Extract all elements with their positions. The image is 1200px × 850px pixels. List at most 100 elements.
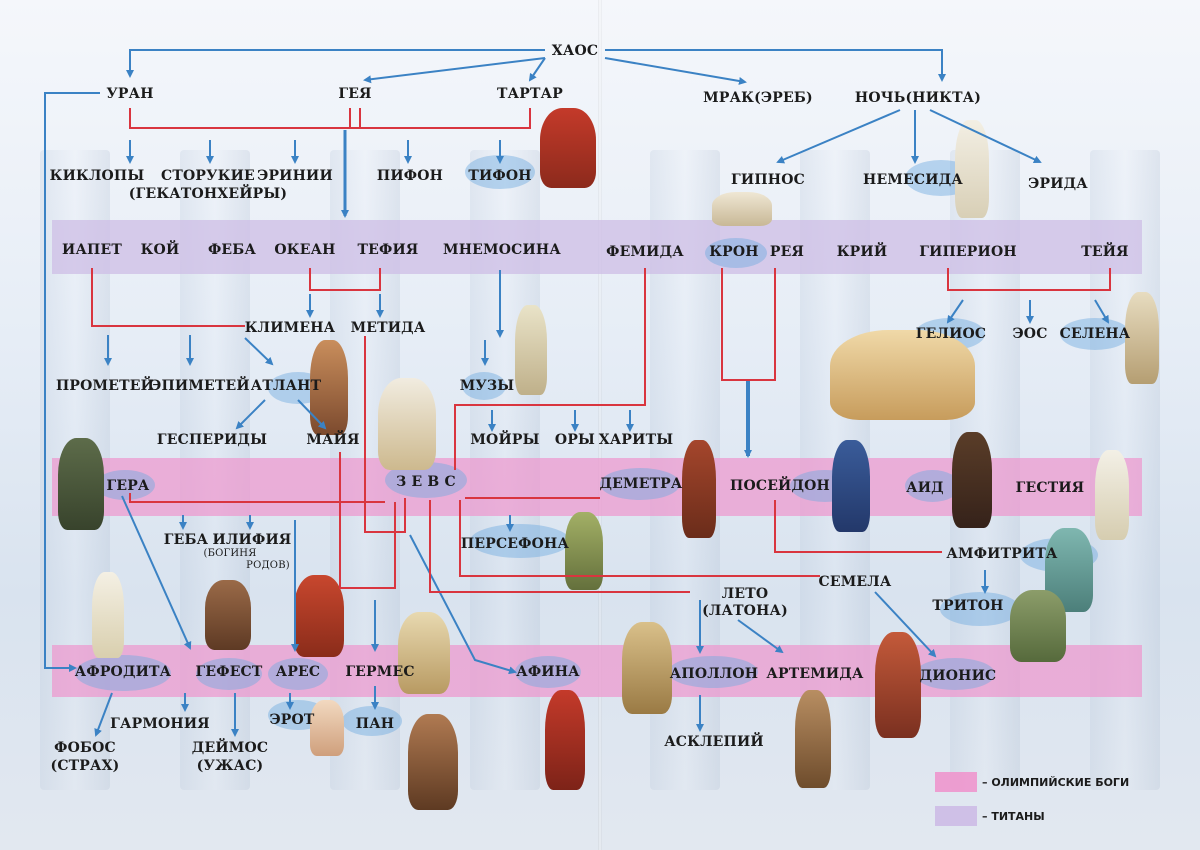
- node-afina: АФИНА: [516, 664, 580, 680]
- poseydon-amfitrita-red-line: [775, 500, 942, 552]
- node-eos: ЭОС: [1012, 326, 1047, 342]
- haos-to-mrak-arrow: [605, 58, 745, 82]
- node-ares: АРЕС: [276, 664, 321, 680]
- node-koy: КОЙ: [141, 242, 180, 258]
- node-pifon: ПИФОН: [377, 168, 443, 184]
- legend-swatch-titans: [935, 806, 977, 826]
- zevs-to-afina-arrow: [410, 535, 515, 672]
- node-metida: МЕТИДА: [351, 320, 426, 336]
- node-afrodita: АФРОДИТА: [75, 664, 172, 680]
- node-erida: ЭРИДА: [1028, 176, 1088, 192]
- node-moyry: МОЙРЫ: [470, 432, 539, 448]
- node-mayya: МАЙЯ: [306, 432, 359, 448]
- haos-to-noch-arrow: [605, 50, 942, 80]
- node-tifon: ТИФОН: [468, 168, 531, 184]
- node-femida: ФЕМИДА: [606, 244, 684, 260]
- node-muzy: МУЗЫ: [460, 378, 515, 394]
- haos-to-geya-arrow: [365, 58, 545, 80]
- node-deymos-note: (УЖАС): [197, 758, 264, 774]
- node-uran: УРАН: [106, 86, 153, 102]
- to-gesperidy-arrow: [237, 400, 265, 428]
- node-selena: СЕЛЕНА: [1060, 326, 1131, 342]
- node-klimena: КЛИМЕНА: [245, 320, 336, 336]
- node-atlant: АТЛАНТ: [251, 378, 321, 394]
- semela-to-dionis-arrow: [875, 592, 935, 656]
- node-kron: КРОН: [709, 244, 759, 260]
- okean-tefiya-red-line: [310, 268, 380, 290]
- node-ory: ОРЫ: [555, 432, 595, 448]
- node-gera: ГЕРА: [106, 478, 149, 494]
- node-iliflya: ИЛИФИЯ: [213, 532, 292, 548]
- node-storukie: СТОРУКИЕ: [161, 168, 255, 184]
- node-erot: ЭРОТ: [269, 712, 314, 728]
- to-mayya-arrow: [298, 400, 325, 428]
- legend-label-olympic: – ОЛИМПИЙСКИЕ БОГИ: [982, 776, 1129, 789]
- legend-swatch-olympic: [935, 772, 977, 792]
- node-noch: НОЧЬ(НИКТА): [855, 90, 981, 106]
- node-haos: ХАОС: [552, 43, 598, 59]
- to-artemida-arrow: [738, 620, 782, 652]
- node-giperion: ГИПЕРИОН: [919, 244, 1017, 260]
- node-tartar: ТАРТАР: [497, 86, 563, 102]
- node-okean: ОКЕАН: [274, 242, 335, 258]
- node-artemida: АРТЕМИДА: [766, 666, 863, 682]
- node-persefona: ПЕРСЕФОНА: [461, 536, 569, 552]
- node-mrak: МРАК(ЭРЕБ): [703, 90, 813, 106]
- node-geya: ГЕЯ: [338, 86, 371, 102]
- node-iapet: ИАПЕТ: [62, 242, 122, 258]
- node-triton: ТРИТОН: [932, 598, 1003, 614]
- node-mnemosina: МНЕМОСИНА: [443, 242, 561, 258]
- uran-geya-tartar-red-line: [130, 108, 530, 128]
- node-gesperidy: ГЕСПЕРИДЫ: [157, 432, 267, 448]
- node-kiklopy: КИКЛОПЫ: [50, 168, 145, 184]
- zevs-gera-red-line: [130, 493, 385, 502]
- giperion-teyya-red-line: [948, 268, 1110, 290]
- noch-to-erida-arrow: [930, 110, 1040, 162]
- node-poseydon: ПОСЕЙДОН: [730, 478, 830, 494]
- node-gestiya: ГЕСТИЯ: [1016, 480, 1085, 496]
- haos-to-tartar-arrow: [530, 58, 545, 80]
- node-tefiya: ТЕФИЯ: [358, 242, 419, 258]
- node-fobos: ФОБОС: [54, 740, 116, 756]
- node-leto: ЛЕТО: [722, 586, 768, 602]
- node-epimetey: ЭПИМЕТЕЙ: [150, 378, 250, 394]
- node-iliflya-note2: РОДОВ): [246, 560, 290, 571]
- node-gipnos: ГИПНОС: [731, 172, 805, 188]
- node-harity: ХАРИТЫ: [599, 432, 673, 448]
- node-semela: СЕМЕЛА: [819, 574, 892, 590]
- to-selena-arrow: [1095, 300, 1108, 322]
- to-gelios-arrow: [948, 300, 963, 322]
- iapet-klimena-red-line: [92, 268, 245, 326]
- node-amfitrita: АМФИТРИТА: [946, 546, 1057, 562]
- node-gekatonheyry: (ГЕКАТОНХЕЙРЫ): [129, 186, 287, 202]
- node-prometey: ПРОМЕТЕЙ: [56, 378, 154, 394]
- to-atlant-arrow: [245, 338, 272, 364]
- node-deymos: ДЕЙМОС: [192, 740, 268, 756]
- node-kriy: КРИЙ: [837, 244, 888, 260]
- node-nemesida: НЕМЕСИДА: [863, 172, 963, 188]
- node-erinii: ЭРИНИИ: [257, 168, 333, 184]
- node-teyya: ТЕЙЯ: [1081, 244, 1128, 260]
- node-dionis: ДИОНИС: [920, 668, 997, 684]
- node-zevs: З Е В С: [396, 474, 456, 490]
- noch-to-gipnos-arrow: [778, 110, 900, 162]
- kron-reya-red-line: [722, 268, 775, 380]
- gera-to-gefest-arrow: [122, 496, 190, 648]
- node-geba: ГЕБА: [164, 532, 209, 548]
- node-feba: ФЕБА: [208, 242, 256, 258]
- node-germes: ГЕРМЕС: [345, 664, 414, 680]
- node-reya: РЕЯ: [770, 244, 804, 260]
- node-demetra: ДЕМЕТРА: [599, 476, 682, 492]
- node-gelios: ГЕЛИОС: [916, 326, 986, 342]
- mayya-zevs-red-line: [340, 452, 395, 588]
- node-garmoniya: ГАРМОНИЯ: [110, 716, 210, 732]
- node-fobos-note: (СТРАХ): [50, 758, 119, 774]
- node-latona: (ЛАТОНА): [702, 603, 788, 619]
- haos-to-uran-arrow: [130, 50, 545, 76]
- node-asklepiy: АСКЛЕПИЙ: [664, 734, 764, 750]
- node-gefest: ГЕФЕСТ: [195, 664, 262, 680]
- node-aid: АИД: [906, 480, 944, 496]
- node-apollon: АПОЛЛОН: [670, 666, 758, 682]
- legend-label-titans: – ТИТАНЫ: [982, 810, 1045, 823]
